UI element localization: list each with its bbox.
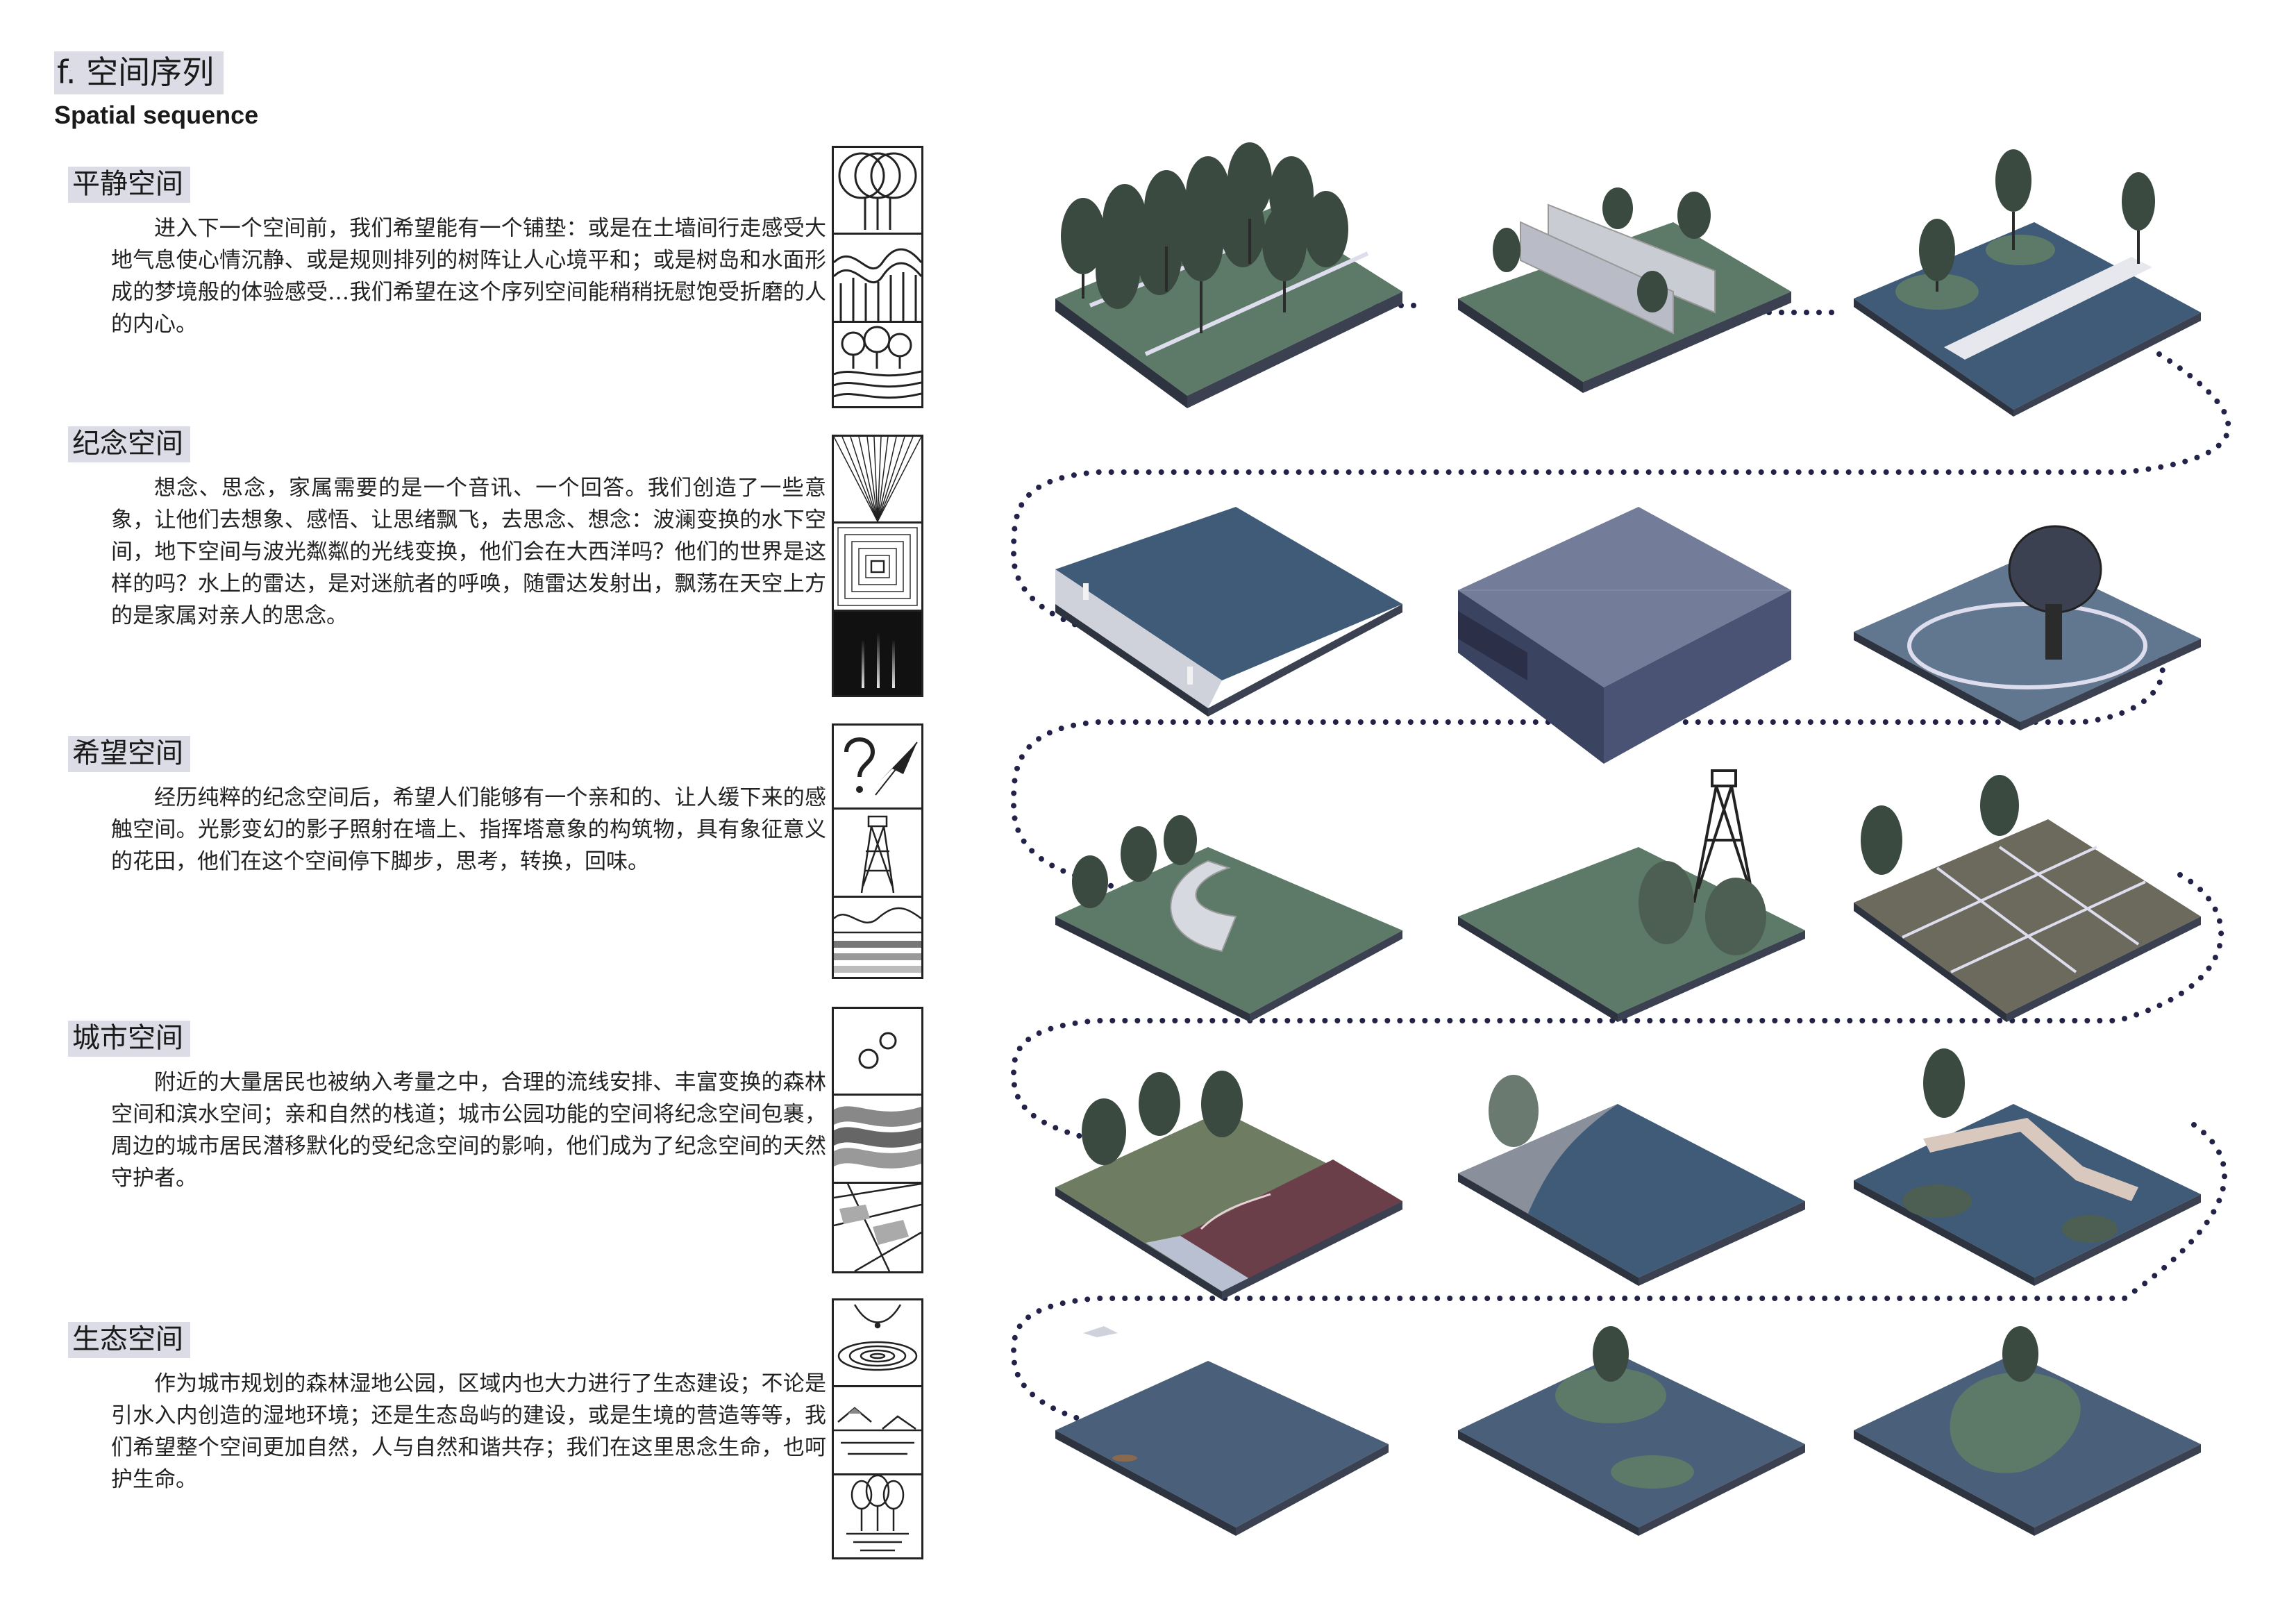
section-title: 城市空间: [68, 1021, 190, 1057]
water-drop-ripple-icon: [834, 1300, 921, 1387]
forest-grid-tile: [1041, 125, 1430, 417]
boardwalk-pattern-icon: [834, 1184, 921, 1271]
forest-reflection-icon: [834, 1475, 921, 1557]
spatial-sequence-diagram: [972, 125, 2263, 1583]
section-title: 纪念空间: [68, 426, 190, 462]
running-track-tile: [1041, 1028, 1430, 1319]
earth-wall-tile: [1444, 167, 1833, 458]
icon-strip-ecology: [832, 1298, 923, 1559]
earth-wall-waves-icon: [834, 235, 921, 323]
water-walk-tile: [1041, 472, 1430, 764]
waterfront-tile: [1444, 1028, 1833, 1319]
section-title: 希望空间: [68, 736, 190, 772]
section-title: 生态空间: [68, 1322, 190, 1358]
underground-light-icon: [834, 524, 921, 612]
section-title: 平静空间: [68, 167, 190, 203]
icon-strip-urban: [832, 1007, 923, 1273]
icon-strip-memorial: [832, 435, 923, 697]
section-ecology: 生态空间 作为城市规划的森林湿地公园，区域内也大力进行了生态建设；不论是引水入内…: [68, 1322, 826, 1496]
tree-island-tile: [1840, 125, 2229, 417]
section-text: 作为城市规划的森林湿地公园，区域内也大力进行了生态建设；不论是引水入内创造的湿地…: [111, 1371, 826, 1492]
curved-wall-tile: [1041, 778, 1430, 1069]
section-text: 进入下一个空间前，我们希望能有一个铺垫：或是在土墙间行走感受大地气息使心情沉静、…: [111, 216, 826, 337]
icon-strip-hope: [832, 723, 923, 979]
islands-icon: [834, 1387, 921, 1475]
page-title: f. 空间序列: [54, 51, 224, 94]
section-urban: 城市空间 附近的大量居民也被纳入考量之中，合理的流线安排、丰富变换的森林空间和滨…: [68, 1021, 826, 1194]
tree-cluster-icon: [834, 323, 921, 406]
icon-strip-calm: [832, 146, 923, 408]
section-hope: 希望空间 经历纯粹的纪念空间后，希望人们能够有一个亲和的、让人缓下来的感触空间。…: [68, 736, 826, 878]
light-beams-icon: [834, 612, 921, 695]
command-tower-tile: [1444, 764, 1833, 1055]
tower-icon: [834, 810, 921, 898]
boardwalk-tile: [1840, 1028, 2229, 1319]
interlocking-circles-icon: [834, 148, 921, 235]
habitat-island-tile: [1840, 1278, 2229, 1569]
forest-layers-icon: [834, 1096, 921, 1184]
section-text: 想念、思念，家属需要的是一个音讯、一个回答。我们创造了一些意象，让他们去想象、感…: [111, 476, 826, 628]
bubbles-icon: [834, 1009, 921, 1096]
flower-field-tile: [1840, 764, 2229, 1055]
underground-tile: [1444, 472, 1833, 764]
section-calm: 平静空间 进入下一个空间前，我们希望能有一个铺垫：或是在土墙间行走感受大地气息使…: [68, 167, 826, 340]
section-memorial: 纪念空间 想念、思念，家属需要的是一个音讯、一个回答。我们创造了一些意象，让他们…: [68, 426, 826, 632]
section-text: 经历纯粹的纪念空间后，希望人们能够有一个亲和的、让人缓下来的感触空间。光影变幻的…: [111, 785, 826, 874]
light-rays-icon: [834, 437, 921, 524]
eco-island-tile: [1444, 1278, 1833, 1569]
wetland-tile: [1041, 1291, 1430, 1583]
title-block: f. 空间序列 Spatial sequence: [54, 51, 258, 131]
radar-tile: [1840, 472, 2229, 764]
flower-field-icon: [834, 898, 921, 977]
page-subtitle: Spatial sequence: [54, 101, 259, 129]
section-text: 附近的大量居民也被纳入考量之中，合理的流线安排、丰富变换的森林空间和滨水空间；亲…: [111, 1070, 826, 1191]
question-plane-icon: [834, 726, 921, 810]
